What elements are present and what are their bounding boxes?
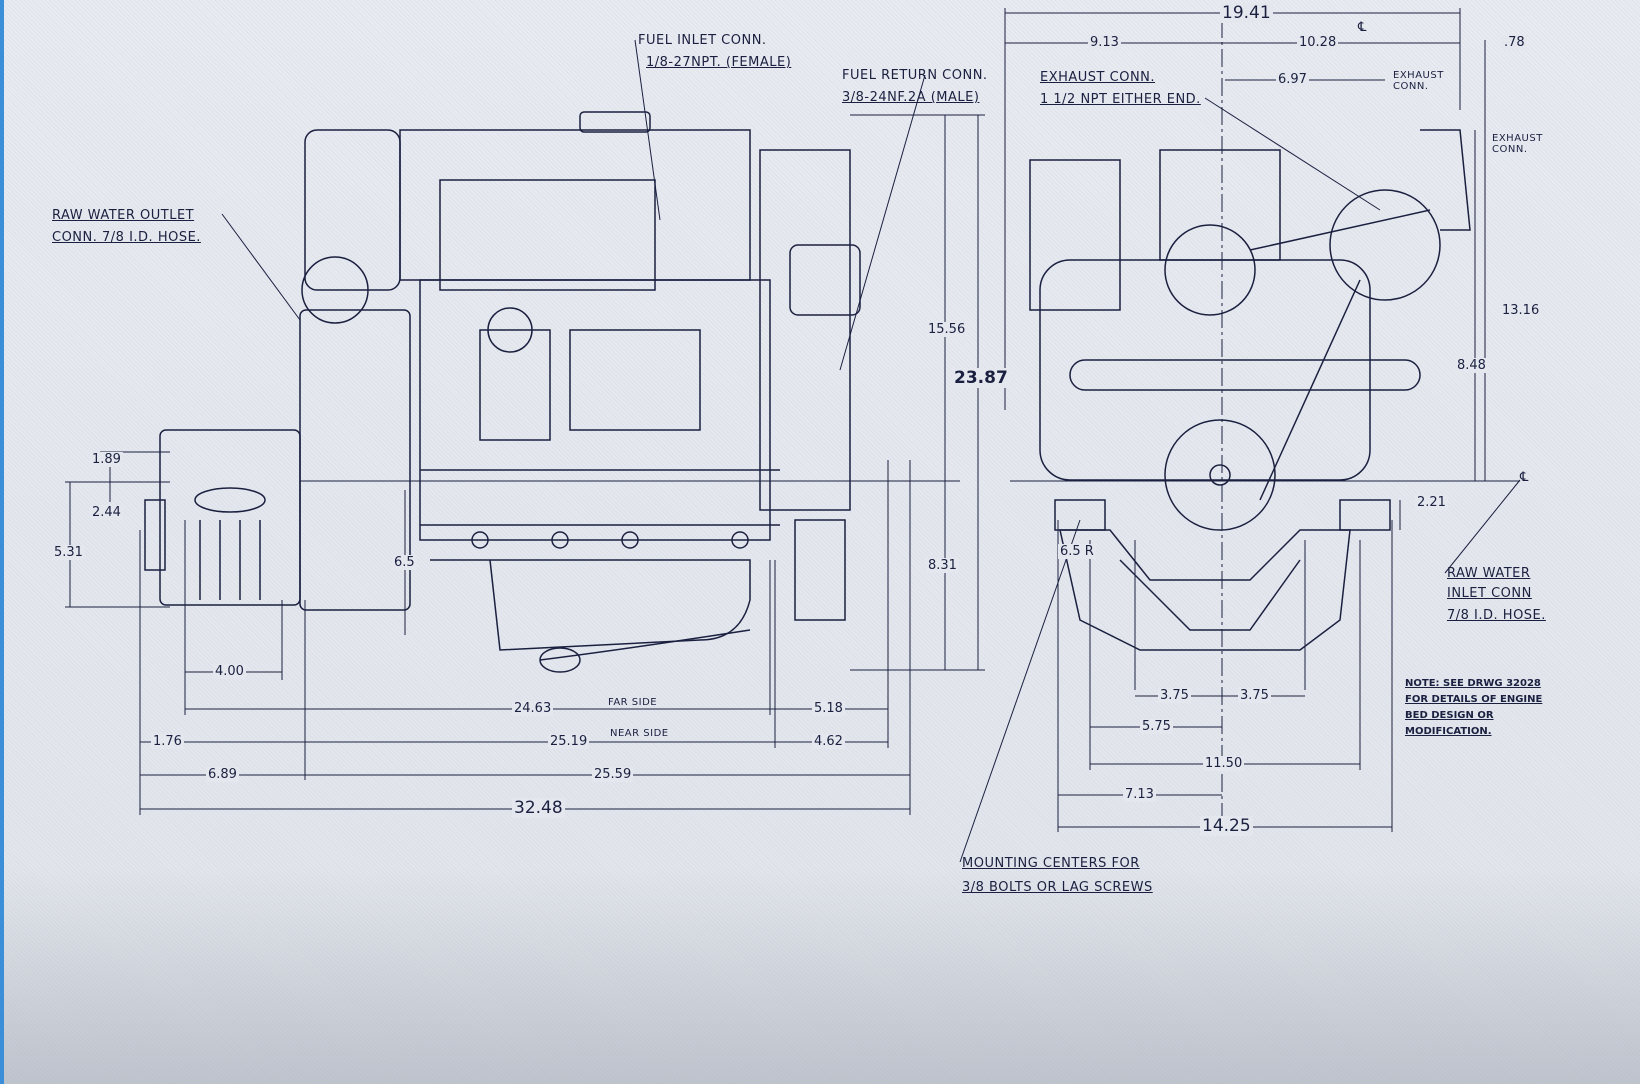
exhaust-conn-spec: 1 1/2 NPT EITHER END.	[1040, 92, 1201, 107]
raw-water-outlet-spec: CONN. 7/8 I.D. HOSE.	[52, 230, 201, 245]
dim-24-63: 24.63	[512, 701, 554, 716]
raw-water-outlet-label: RAW WATER OUTLET	[52, 208, 195, 223]
far-side-label: FAR SIDE	[608, 697, 658, 708]
dim-19-41: 19.41	[1220, 3, 1273, 23]
note-line: NOTE: SEE DRWG 32028	[1405, 678, 1541, 689]
dim-2-44: 2.44	[90, 505, 123, 520]
dim-25-19: 25.19	[548, 734, 590, 749]
near-side-label: NEAR SIDE	[610, 728, 669, 739]
dim-5-75: 5.75	[1140, 719, 1173, 734]
dim-4-00: 4.00	[213, 664, 246, 679]
note-line: FOR DETAILS OF ENGINE	[1405, 694, 1543, 705]
centerline-symbol-right: ℄	[1520, 470, 1529, 485]
dim-7-13: 7.13	[1123, 787, 1156, 802]
dim-32-48: 32.48	[512, 798, 565, 818]
dim-8-31: 8.31	[926, 558, 959, 573]
radius-label: 6.5 R	[1058, 544, 1096, 559]
dim-8-48: 8.48	[1455, 358, 1488, 373]
mounting-centers-spec: 3/8 BOLTS OR LAG SCREWS	[962, 880, 1153, 895]
note-line: MODIFICATION.	[1405, 726, 1492, 737]
mounting-centers-label: MOUNTING CENTERS FOR	[962, 856, 1140, 871]
dim-4-62: 4.62	[812, 734, 845, 749]
side-view-engine	[144, 111, 861, 673]
exhaust-conn-small-top: EXHAUST CONN.	[1393, 70, 1444, 92]
dim-6-97: 6.97	[1276, 72, 1309, 87]
centerline-symbol-top: ℄	[1358, 20, 1367, 35]
dim-25-59: 25.59	[592, 767, 634, 782]
dim-0-78: .78	[1502, 35, 1527, 50]
dim-6-89: 6.89	[206, 767, 239, 782]
exhaust-conn-label: EXHAUST CONN.	[1040, 70, 1156, 85]
dim-13-16: 13.16	[1500, 303, 1542, 318]
fuel-inlet-spec: 1/8-27NPT. (FEMALE)	[646, 55, 792, 70]
dim-14-25: 14.25	[1200, 816, 1253, 836]
dim-3-75-left: 3.75	[1158, 688, 1191, 703]
raw-water-inlet-label: RAW WATER	[1447, 566, 1531, 581]
page-edge	[0, 0, 4, 1084]
dim-1-76: 1.76	[151, 734, 184, 749]
dim-15-56: 15.56	[926, 322, 968, 337]
dim-3-75-right: 3.75	[1238, 688, 1271, 703]
raw-water-inlet-spec: 7/8 I.D. HOSE.	[1447, 608, 1546, 623]
dim-10-28: 10.28	[1297, 35, 1339, 50]
dim-23-87: 23.87	[952, 368, 1010, 388]
exhaust-conn-small-right: EXHAUST CONN.	[1492, 133, 1543, 155]
dim-5-18: 5.18	[812, 701, 845, 716]
note-line: BED DESIGN OR	[1405, 710, 1494, 721]
dim-5-31: 5.31	[52, 545, 85, 560]
dim-6-5: 6.5	[392, 555, 417, 570]
note: NOTE: SEE DRWG 32028 FOR DETAILS OF ENGI…	[1405, 676, 1542, 740]
end-view-engine	[1029, 129, 1471, 651]
dimension-lines	[65, 8, 1521, 863]
dim-2-21: 2.21	[1415, 495, 1448, 510]
raw-water-inlet-label-2: INLET CONN	[1447, 586, 1532, 601]
fuel-return-label: FUEL RETURN CONN.	[842, 68, 988, 83]
fuel-inlet-label: FUEL INLET CONN.	[638, 33, 767, 48]
dim-1-89: 1.89	[90, 452, 123, 467]
fuel-return-spec: 3/8-24NF.2A (MALE)	[842, 90, 980, 105]
dim-9-13: 9.13	[1088, 35, 1121, 50]
dim-11-50: 11.50	[1203, 756, 1245, 771]
